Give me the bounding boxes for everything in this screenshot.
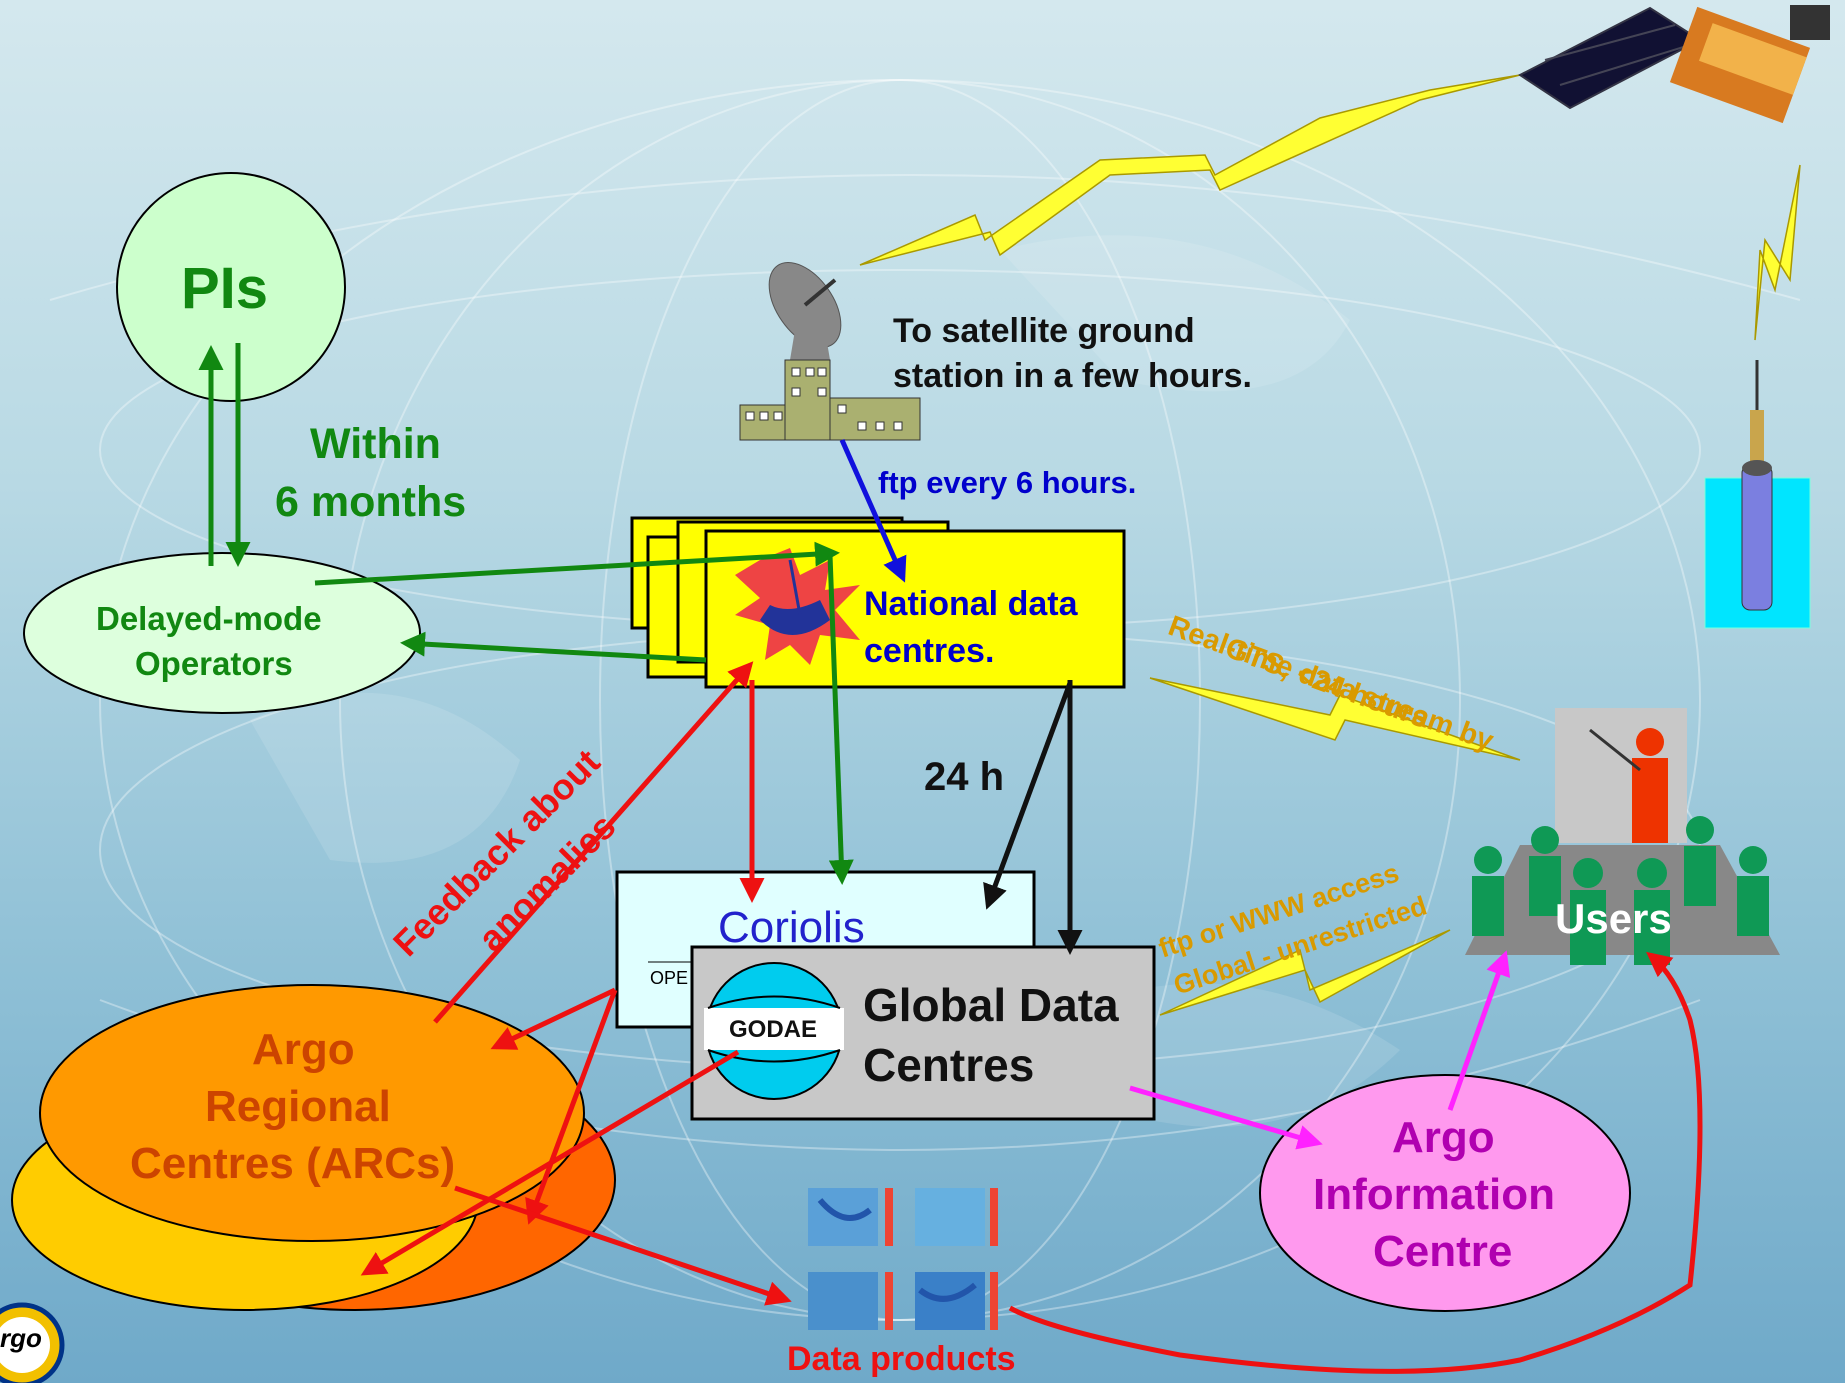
continents-shading bbox=[250, 235, 1400, 1127]
satellite-icon bbox=[1518, 5, 1830, 124]
arrow-arcs-to-products bbox=[454, 1185, 792, 1306]
argo-logo-text: rgo bbox=[0, 1323, 42, 1353]
pis-circle bbox=[116, 172, 346, 402]
arrow-operators-to-national bbox=[314, 541, 840, 586]
ship-logo-icon bbox=[735, 548, 860, 665]
aic-label-3: Centre bbox=[1373, 1227, 1513, 1276]
coriolis-label: Coriolis bbox=[718, 903, 865, 952]
arrow-station-to-national bbox=[839, 438, 907, 583]
delayed-mode-label-1: Delayed-mode bbox=[96, 600, 322, 637]
satellite-note-2: station in a few hours. bbox=[893, 357, 1252, 395]
aic-ellipse bbox=[1259, 1074, 1631, 1312]
godae-logo-icon bbox=[704, 962, 844, 1100]
arrow-national-to-coriolis-black bbox=[983, 682, 1073, 910]
arrow-products-to-users bbox=[1008, 951, 1703, 1374]
godae-label: GODAE bbox=[729, 1016, 818, 1043]
global-label-1: Global Data bbox=[863, 979, 1119, 1031]
six-months-label: 6 months bbox=[275, 478, 467, 526]
arrow-aic-to-users bbox=[1447, 950, 1511, 1111]
arcs-label-3: Centres (ARCs) bbox=[130, 1139, 456, 1188]
data-products-label: Data products bbox=[787, 1340, 1016, 1378]
delayed-mode-label-2: Operators bbox=[135, 645, 293, 682]
arrow-coriolis-to-arcs-2 bbox=[525, 989, 618, 1225]
aic-label-2: Information bbox=[1313, 1170, 1555, 1219]
arrow-national-to-coriolis-green bbox=[827, 554, 854, 885]
national-label-1: National data bbox=[864, 585, 1078, 623]
lightning-float-to-satellite bbox=[1754, 164, 1801, 341]
data-products-thumbnails bbox=[808, 1188, 998, 1330]
argo-logo-icon bbox=[0, 1302, 65, 1383]
national-data-centres-box bbox=[630, 516, 1126, 689]
arrow-global-to-aic bbox=[1129, 1085, 1323, 1150]
users-icon bbox=[1465, 708, 1780, 965]
arrow-global-to-arcs bbox=[360, 1049, 740, 1276]
ftp-6h-label: ftp every 6 hours. bbox=[878, 465, 1137, 500]
argo-float-icon bbox=[1704, 360, 1811, 629]
lightning-ftp-www bbox=[1159, 929, 1451, 1016]
24h-label: 24 h bbox=[924, 755, 1005, 799]
arcs-label-1: Argo bbox=[252, 1025, 355, 1074]
within-label: Within bbox=[310, 420, 441, 468]
pis-label: PIs bbox=[181, 256, 269, 321]
arrow-coriolis-to-arcs bbox=[490, 987, 617, 1050]
arrow-arcs-feedback-to-national bbox=[433, 661, 754, 1024]
lightning-station-to-satellite bbox=[859, 74, 1521, 266]
lightning-bolts bbox=[859, 74, 1801, 1016]
aic-label-1: Argo bbox=[1392, 1113, 1495, 1162]
users-label: Users bbox=[1555, 895, 1672, 942]
global-label-2: Centres bbox=[863, 1039, 1035, 1091]
ground-station-icon bbox=[739, 262, 921, 441]
national-label-2: centres. bbox=[864, 632, 995, 670]
arcs-label-2: Regional bbox=[205, 1082, 391, 1131]
arcs-ellipse bbox=[39, 984, 585, 1242]
arrow-national-to-operators bbox=[400, 631, 707, 663]
satellite-note-1: To satellite ground bbox=[893, 312, 1195, 350]
coriolis-sub-label: OPE bbox=[650, 968, 689, 988]
lightning-realtime-gts bbox=[1149, 677, 1521, 761]
